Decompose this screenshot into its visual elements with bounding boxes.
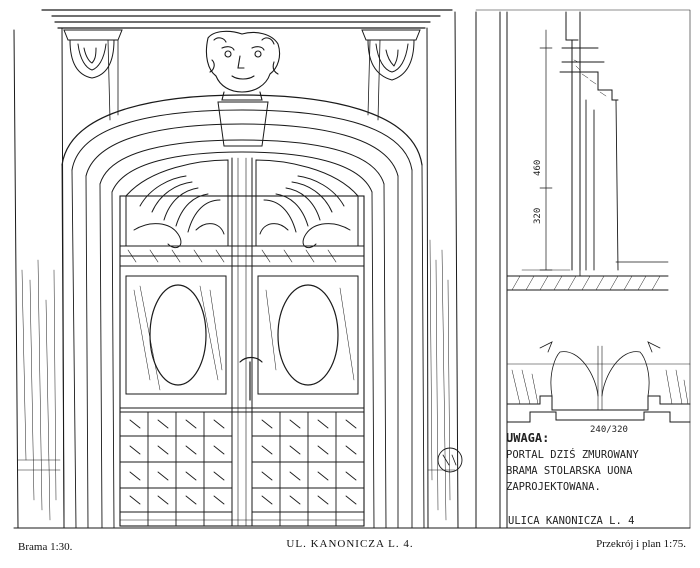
dim-height-total: 460 bbox=[533, 160, 543, 176]
oval-panel-right bbox=[277, 284, 339, 386]
note-line-1: PORTAL DZIŚ ZMUROWANY bbox=[506, 448, 639, 461]
plan-view bbox=[506, 341, 691, 423]
dimension-labels: 460 320 240/320 bbox=[533, 160, 628, 435]
mascaron-head bbox=[205, 30, 281, 101]
fanlight-left bbox=[125, 159, 229, 249]
street-sign-label: ULICA KANONICZA L. 4 bbox=[508, 515, 634, 527]
dim-plan-width: 240/320 bbox=[590, 425, 628, 435]
right-console bbox=[361, 29, 421, 81]
note-block: UWAGA: PORTAL DZIŚ ZMUROWANY BRAMA STOLA… bbox=[506, 431, 639, 493]
note-line-2: BRAMA STOLARSKA UONA bbox=[506, 465, 633, 477]
caption-title: UL. KANONICZA L. 4. bbox=[286, 538, 414, 550]
lower-panels bbox=[119, 407, 365, 527]
section-view bbox=[499, 11, 669, 529]
dim-height-door: 320 bbox=[533, 208, 543, 224]
fanlight-right bbox=[255, 159, 359, 249]
caption-scale-gate: Brama 1:30. bbox=[18, 541, 73, 553]
note-line-3: ZAPROJEKTOWANA. bbox=[506, 481, 601, 493]
note-heading: UWAGA: bbox=[506, 431, 549, 445]
oval-panel-left bbox=[149, 284, 207, 386]
left-console bbox=[63, 29, 123, 79]
monogram-mark bbox=[437, 447, 463, 473]
caption-scale-section: Przekrój i plan 1:75. bbox=[596, 538, 686, 550]
gate-elevation bbox=[13, 9, 477, 529]
